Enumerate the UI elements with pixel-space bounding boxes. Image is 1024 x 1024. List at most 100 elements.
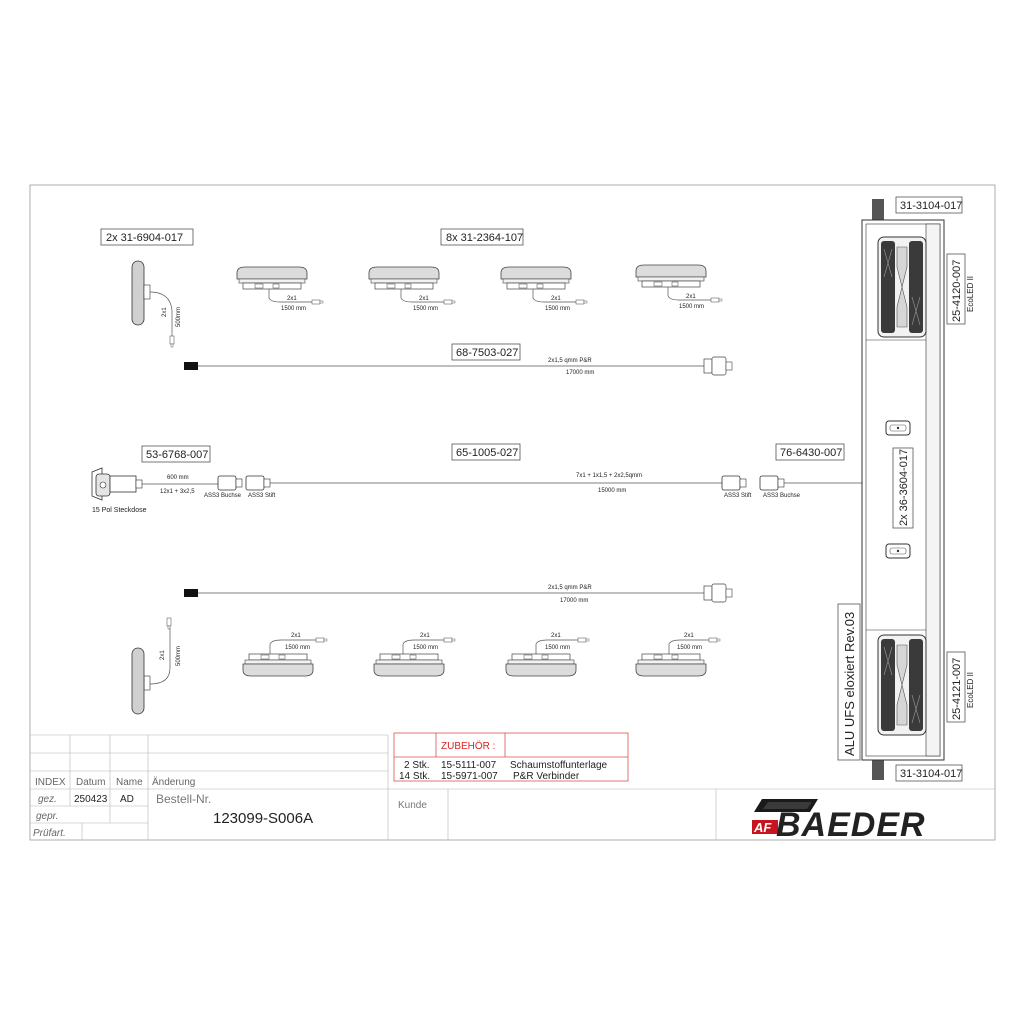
acc-desc-2: P&R Verbinder	[513, 771, 580, 782]
bracket-top-label: 31-3104-017	[900, 200, 962, 212]
lamp-bottom-2: 2x1 1500 mm	[373, 633, 456, 677]
lamp-bottom-3: 2x1 1500 mm	[505, 633, 590, 677]
marker-top-length: 500mm	[176, 307, 182, 327]
label-box	[100, 228, 194, 246]
accessories-heading: ZUBEHÖR :	[441, 740, 495, 752]
label-box	[775, 443, 845, 461]
label-box	[141, 445, 211, 463]
socket-15-pol	[91, 467, 143, 501]
socket-wires: 12x1 + 3x2,5	[160, 489, 195, 495]
lamp-top-4: 2x1 1500 mm	[635, 264, 723, 310]
tb-index: INDEX	[35, 777, 66, 788]
socket-row: 53-6768-007 65-1005-027 76-6430-007 15 P…	[91, 443, 862, 514]
label-box	[451, 443, 521, 461]
cable-bottom-spec: 2x1,5 qmm P&R	[548, 585, 592, 591]
marker-lamp-bottom: 2x1 500mm	[131, 617, 182, 715]
lamp-top-4-pair: 2x1	[686, 294, 696, 300]
accessories-table: ZUBEHÖR : 2 Stk. 15-5111-007 Schaumstoff…	[393, 732, 629, 782]
light-unit-bottom	[877, 634, 927, 736]
ass3-buchse-right: ASS3 Buchse	[763, 493, 801, 499]
tb-datum: Datum	[76, 777, 105, 788]
tb-name: Name	[116, 777, 143, 788]
cable-top-label: 68-7503-027	[456, 347, 518, 359]
center-part-lower	[885, 543, 911, 559]
light-unit-top	[877, 236, 927, 338]
drawing-frame	[29, 184, 996, 841]
profile-bar: 2x 36-3604-017 31-3104-017 31-3104-017 2…	[837, 196, 975, 782]
tb-bestell-label: Bestell-Nr.	[156, 792, 211, 806]
light-top-sub: EcoLED II	[966, 276, 975, 312]
label-box	[440, 228, 524, 246]
profile-label: ALU UFS eloxiert Rev.03	[842, 612, 857, 756]
acc-desc-1: Schaumstoffunterlage	[510, 760, 608, 771]
marker-bottom-length: 500mm	[176, 646, 182, 666]
lamp-bottom-1: 2x1 1500 mm	[242, 633, 328, 677]
logo-name: BAEDER	[776, 806, 926, 844]
label-box	[946, 253, 966, 325]
cable-bottom: 2x1,5 qmm P&R 17000 mm	[184, 583, 733, 604]
tb-gepr: gepr.	[36, 811, 58, 822]
bracket-bottom-label: 31-3104-017	[900, 768, 962, 780]
label-box	[895, 764, 963, 782]
cable-top-length: 17000 mm	[566, 370, 594, 376]
tb-gez-name: AD	[120, 794, 134, 805]
socket-caption: 15 Pol Steckdose	[92, 507, 147, 514]
lamp-top-3-length: 1500 mm	[545, 306, 570, 312]
light-top-label: 25-4120-007	[951, 260, 963, 322]
logo-prefix: AF	[753, 820, 772, 835]
tb-kunde: Kunde	[398, 800, 427, 811]
ass3-buchse-left: ASS3 Buchse	[204, 493, 242, 499]
center-parts-label: 2x 36-3604-017	[898, 449, 910, 526]
lamp-top-2-length: 1500 mm	[413, 306, 438, 312]
lamp-bottom-4-pair: 2x1	[684, 633, 694, 639]
marker-bottom-pair: 2x1	[160, 650, 166, 660]
lamp-top-3: 2x1 1500 mm	[500, 266, 588, 312]
label-box	[895, 196, 963, 214]
tb-gez-date: 250423	[74, 794, 108, 805]
main-cable-label: 65-1005-027	[456, 447, 518, 459]
ass3-stift-right: ASS3 Stift	[724, 493, 752, 499]
marker-lamp-top: 2x 31-6904-017 2x1 500mm	[100, 228, 194, 348]
main-cable-length: 15000 mm	[598, 488, 626, 494]
light-bottom-sub: EcoLED II	[966, 672, 975, 708]
lamp-top-1-pair: 2x1	[287, 296, 297, 302]
ass3-stift-left: ASS3 Stift	[248, 493, 276, 499]
cable-top-spec: 2x1,5 qmm P&R	[548, 358, 592, 364]
acc-qty-2: 14 Stk.	[399, 771, 430, 782]
lamp-bottom-3-length: 1500 mm	[545, 645, 570, 651]
tb-gez: gez.	[38, 794, 57, 805]
lamp-qty-label: 8x 31-2364-107	[446, 232, 523, 244]
title-block: INDEX Datum Name Änderung gez. 250423 AD…	[30, 734, 995, 844]
lamp-bottom-1-pair: 2x1	[291, 633, 301, 639]
lamp-top-2: 2x1 1500 mm	[368, 266, 456, 312]
lamp-top-4-length: 1500 mm	[679, 304, 704, 310]
acc-part-1: 15-5111-007	[441, 760, 497, 771]
label-box	[837, 603, 861, 761]
acc-qty-1: 2 Stk.	[404, 760, 430, 771]
lamp-bottom-3-pair: 2x1	[551, 633, 561, 639]
lamp-bottom-2-length: 1500 mm	[413, 645, 438, 651]
lamp-row-bottom: 2x1 1500 mm 2x1 1500 mm 2x1 1500 mm 2x1 …	[242, 633, 721, 677]
tb-aenderung: Änderung	[152, 776, 195, 788]
lamp-row-top: 8x 31-2364-107 2x1 1500 mm 2x1 1500 mm 2…	[236, 228, 723, 312]
center-part-upper	[885, 420, 911, 436]
label-box	[946, 651, 966, 723]
light-bottom-label: 25-4121-007	[951, 658, 963, 720]
marker-top-pair: 2x1	[162, 307, 168, 317]
acc-part-2: 15-5971-007	[441, 771, 498, 782]
label-box	[451, 343, 521, 361]
cable-bottom-length: 17000 mm	[560, 598, 588, 604]
cable-top: 68-7503-027 2x1,5 qmm P&R 17000 mm	[184, 343, 733, 376]
baeder-logo: AF BAEDER	[752, 799, 926, 844]
end-cable-label: 76-6430-007	[780, 447, 842, 459]
socket-label: 53-6768-007	[146, 449, 208, 461]
lamp-top-2-pair: 2x1	[419, 296, 429, 302]
lamp-bottom-1-length: 1500 mm	[285, 645, 310, 651]
lamp-top-1-length: 1500 mm	[281, 306, 306, 312]
main-cable-spec: 7x1 + 1x1,5 + 2x2,5qmm	[576, 473, 642, 479]
tb-pruefart: Prüfart.	[33, 828, 66, 839]
lamp-bottom-4: 2x1 1500 mm	[635, 633, 721, 677]
tb-bestell-nr: 123099-S006A	[213, 810, 313, 827]
socket-length: 600 mm	[167, 475, 189, 481]
